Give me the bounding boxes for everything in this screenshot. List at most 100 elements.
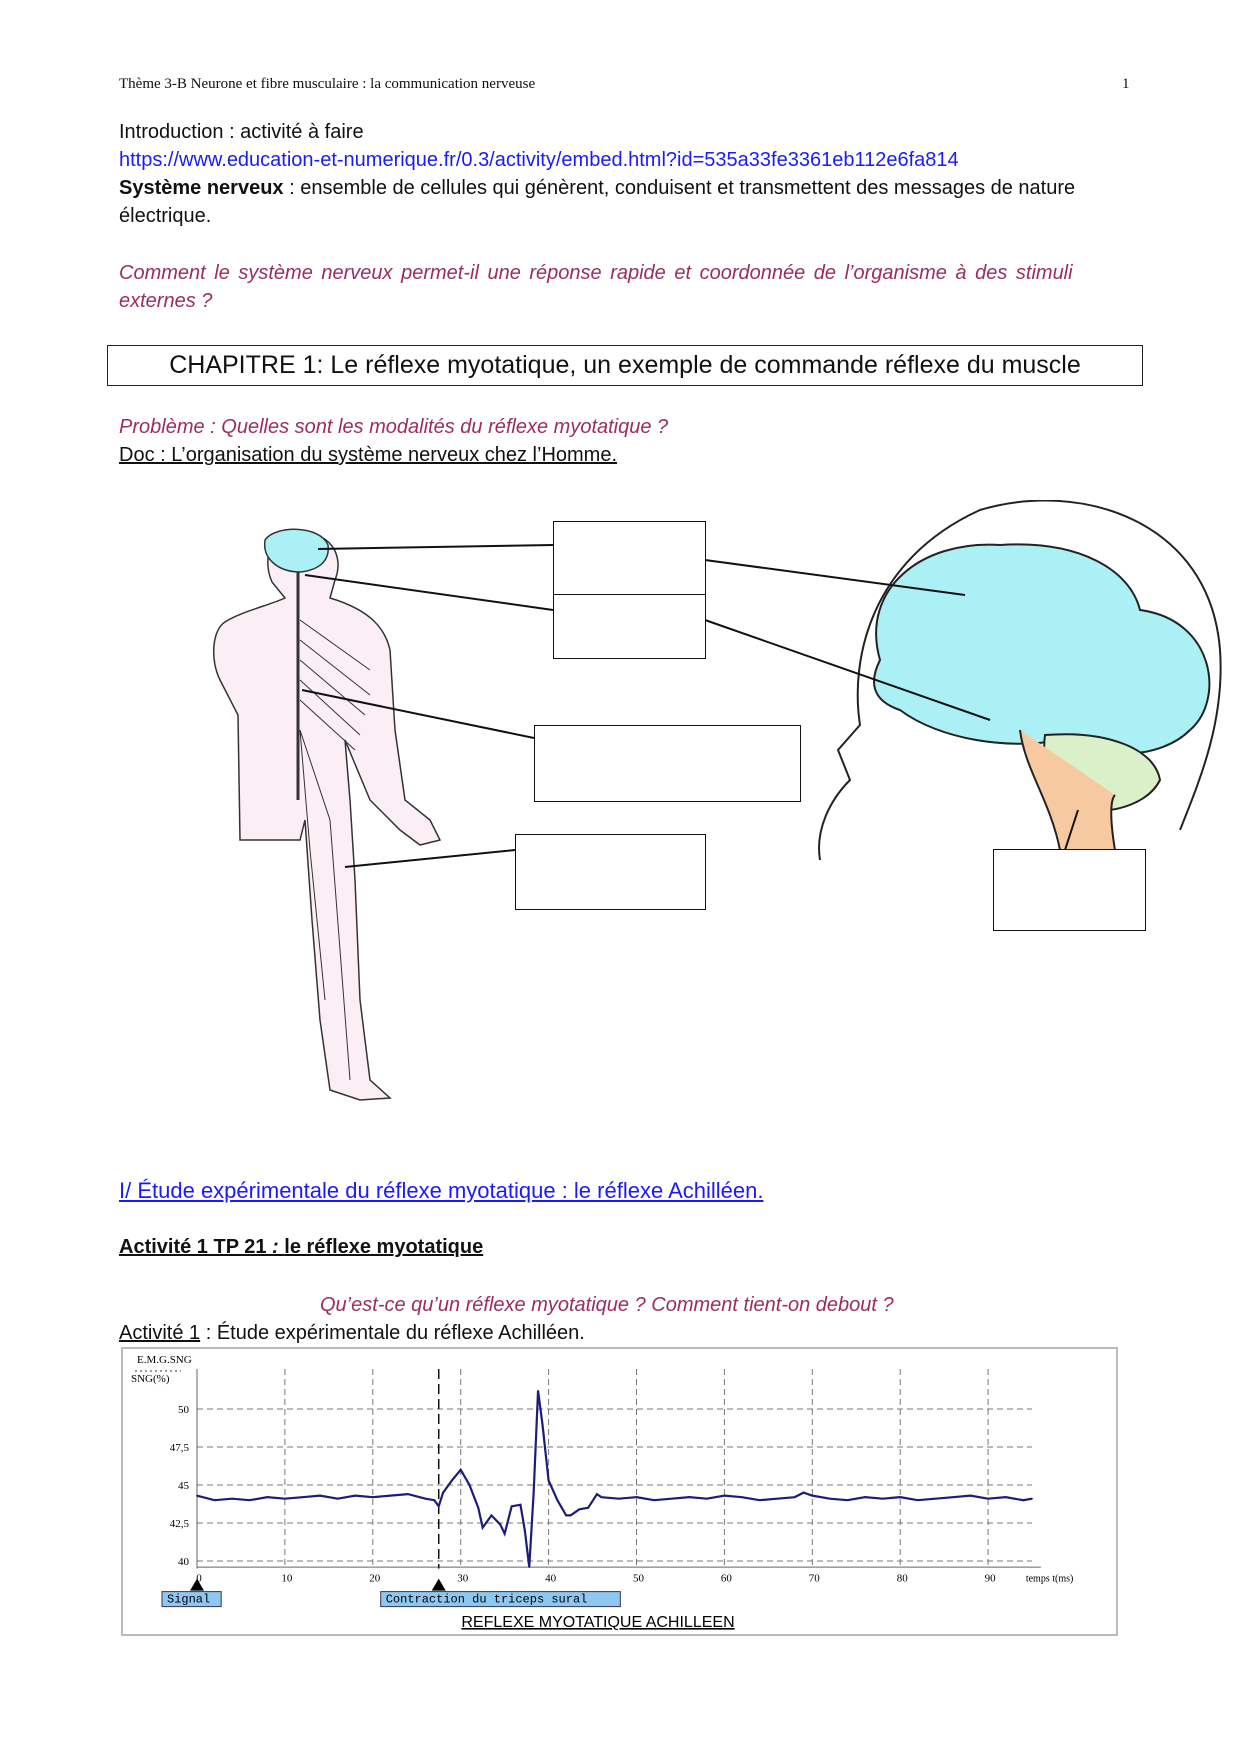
data-point bbox=[670, 1497, 673, 1500]
data-point bbox=[519, 1503, 522, 1506]
marker-label-box bbox=[380, 1591, 621, 1608]
data-point bbox=[578, 1508, 581, 1511]
data-point bbox=[1022, 1499, 1025, 1501]
data-point bbox=[987, 1497, 989, 1500]
x-tick-label: 10 bbox=[281, 1573, 293, 1585]
x-tick-label: 80 bbox=[897, 1573, 909, 1585]
legend-label: E.M.G.SNG bbox=[137, 1354, 192, 1366]
x-tick-label: 0 bbox=[196, 1573, 202, 1585]
label-box-nerves[interactable] bbox=[515, 834, 706, 910]
data-point bbox=[319, 1494, 321, 1497]
y-tick-label: 50 bbox=[178, 1404, 190, 1416]
x-tick-label: 90 bbox=[985, 1573, 997, 1585]
activity-heading-part2: : bbox=[272, 1236, 285, 1258]
data-point bbox=[537, 1389, 539, 1392]
main-question-cont: externes ? bbox=[119, 290, 213, 312]
label-box-spinal-cord[interactable] bbox=[534, 725, 801, 802]
activity-heading-part3: le réflexe myotatique bbox=[284, 1236, 484, 1258]
page-number: 1 bbox=[1122, 76, 1130, 92]
x-tick-label: 20 bbox=[369, 1573, 381, 1585]
activity-heading: Activité 1 TP 21 : le réflexe myotatique bbox=[119, 1236, 483, 1259]
data-point bbox=[541, 1423, 544, 1425]
data-point bbox=[600, 1496, 603, 1498]
marker-label: Signal bbox=[167, 1593, 210, 1607]
x-tick-label: 60 bbox=[721, 1573, 733, 1585]
data-point bbox=[864, 1496, 866, 1498]
data-point bbox=[301, 1496, 304, 1498]
definition-term: Système nerveux bbox=[119, 177, 284, 199]
data-point bbox=[213, 1499, 216, 1501]
data-point bbox=[248, 1499, 251, 1501]
data-point bbox=[802, 1491, 805, 1494]
data-point bbox=[354, 1494, 357, 1497]
label-box-brain[interactable] bbox=[553, 521, 706, 596]
data-point bbox=[451, 1479, 453, 1482]
human-body-illustration bbox=[212, 528, 442, 1101]
data-point bbox=[556, 1499, 559, 1501]
chapter-title: CHAPITRE 1: Le réflexe myotatique, un ex… bbox=[107, 345, 1143, 386]
activity-link[interactable]: https://www.education-et-numerique.fr/0.… bbox=[119, 149, 959, 171]
y-tick-label: 40 bbox=[178, 1556, 190, 1568]
data-point bbox=[336, 1497, 339, 1500]
definition-text: : ensemble de cellules qui génèrent, con… bbox=[283, 177, 1076, 199]
data-point bbox=[468, 1484, 471, 1486]
data-point bbox=[231, 1497, 233, 1500]
data-point bbox=[424, 1497, 427, 1500]
data-point bbox=[653, 1499, 655, 1501]
data-point bbox=[829, 1497, 831, 1500]
y-axis-label: SNG(%) bbox=[131, 1373, 170, 1385]
x-tick-label: 40 bbox=[545, 1573, 557, 1585]
data-point bbox=[916, 1499, 919, 1501]
emg-trace bbox=[196, 1390, 1033, 1568]
activity-question: Qu’est-ce qu’un réflexe myotatique ? Com… bbox=[320, 1294, 894, 1316]
y-tick-label: 45 bbox=[178, 1480, 190, 1492]
data-point bbox=[433, 1499, 436, 1501]
data-point bbox=[776, 1497, 778, 1500]
data-point bbox=[196, 1494, 198, 1497]
activity-line: Activité 1 : Étude expérimentale du réfl… bbox=[119, 1322, 585, 1345]
data-point bbox=[723, 1494, 726, 1497]
y-tick-label: 47,5 bbox=[170, 1442, 190, 1454]
data-point bbox=[846, 1499, 849, 1501]
intro-line: Introduction : activité à faire bbox=[119, 121, 364, 143]
data-point bbox=[524, 1529, 526, 1532]
activity-label: Activité 1 bbox=[119, 1322, 201, 1344]
data-point bbox=[510, 1505, 513, 1508]
main-question: Comment le système nerveux permet-il une… bbox=[119, 262, 1073, 284]
data-point bbox=[899, 1496, 901, 1498]
y-tick-label: 42,5 bbox=[170, 1518, 190, 1530]
data-point bbox=[1031, 1497, 1033, 1500]
data-point bbox=[565, 1514, 567, 1517]
x-tick-label: 70 bbox=[809, 1573, 821, 1585]
data-point bbox=[442, 1491, 444, 1494]
data-point bbox=[811, 1494, 814, 1497]
label-box-cerebellum[interactable] bbox=[553, 594, 706, 659]
marker-arrow-icon bbox=[190, 1578, 204, 1591]
data-point bbox=[952, 1496, 954, 1498]
running-header: Thème 3-B Neurone et fibre musculaire : … bbox=[119, 76, 536, 92]
x-tick-label: 50 bbox=[633, 1573, 645, 1585]
data-point bbox=[389, 1494, 392, 1497]
data-point bbox=[459, 1469, 462, 1471]
data-point bbox=[596, 1493, 598, 1495]
head-brain-illustration bbox=[818, 500, 1222, 861]
data-point bbox=[437, 1505, 440, 1508]
marker-label-box bbox=[161, 1591, 222, 1608]
data-point bbox=[481, 1526, 484, 1529]
marker-label: Contraction du triceps sural bbox=[386, 1593, 588, 1607]
data-point bbox=[372, 1496, 374, 1498]
label-box-brainstem[interactable] bbox=[993, 849, 1146, 931]
data-point bbox=[758, 1499, 761, 1501]
data-point bbox=[969, 1494, 972, 1497]
doc-title: Doc : L’organisation du système nerveux … bbox=[119, 444, 618, 466]
data-point bbox=[618, 1497, 620, 1500]
section-1-heading[interactable]: I/ Étude expérimentale du réflexe myotat… bbox=[119, 1178, 764, 1203]
leader-lines bbox=[301, 544, 1079, 868]
definition-cont: électrique. bbox=[119, 205, 212, 227]
data-point bbox=[881, 1497, 884, 1500]
data-point bbox=[477, 1507, 480, 1509]
data-point bbox=[569, 1514, 572, 1517]
x-axis-label: temps t(ms) bbox=[1026, 1574, 1074, 1585]
